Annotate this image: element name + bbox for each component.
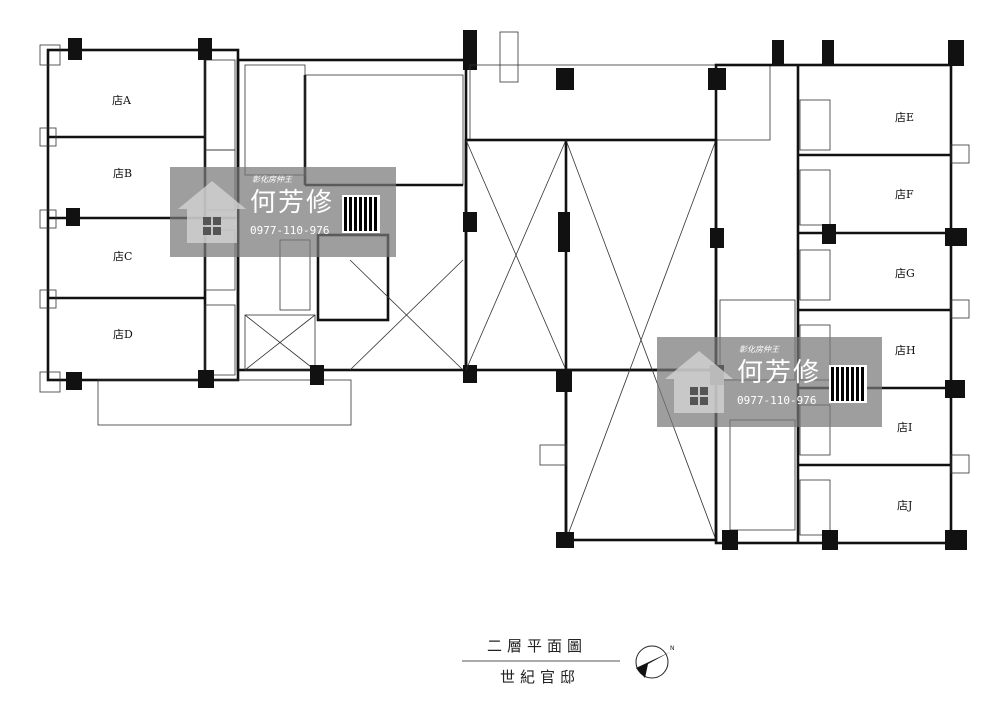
right-block [710,40,970,550]
atrium [464,31,771,548]
plan-subtitle: 世紀官邸 [500,668,580,686]
shop-d-label: 店D [113,327,133,341]
shop-i-label: 店I [897,420,912,434]
watermark-phone: 0977-110-976 [250,224,330,237]
watermark-name: 何芳修 [250,188,335,218]
shop-g-label: 店G [895,266,915,280]
house-icon [665,351,733,379]
shop-h-label: 店H [895,343,916,357]
watermark-phone: 0977-110-976 [737,394,817,407]
shop-f-label: 店F [895,187,914,201]
watermark-brand: 彰化房仲王 [252,175,292,184]
shop-b-label: 店B [113,166,132,180]
watermark-right: 彰化房仲王 何芳修 0977-110-976 [657,337,882,427]
north-arrow-icon: N [635,645,675,679]
watermark-name: 何芳修 [737,358,822,388]
north-label: N [670,645,675,652]
shop-e-label: 店E [895,110,914,124]
qr-code-icon [829,365,867,403]
left-block [39,38,352,426]
shop-j-label: 店J [897,498,912,512]
house-icon [178,181,246,209]
plan-title: 二層平面圖 [487,637,587,655]
shop-c-label: 店C [113,249,132,263]
watermark-brand: 彰化房仲王 [739,345,779,354]
qr-code-icon [342,195,380,233]
watermark-left: 彰化房仲王 何芳修 0977-110-976 [170,167,396,257]
shop-a-label: 店A [112,93,132,107]
